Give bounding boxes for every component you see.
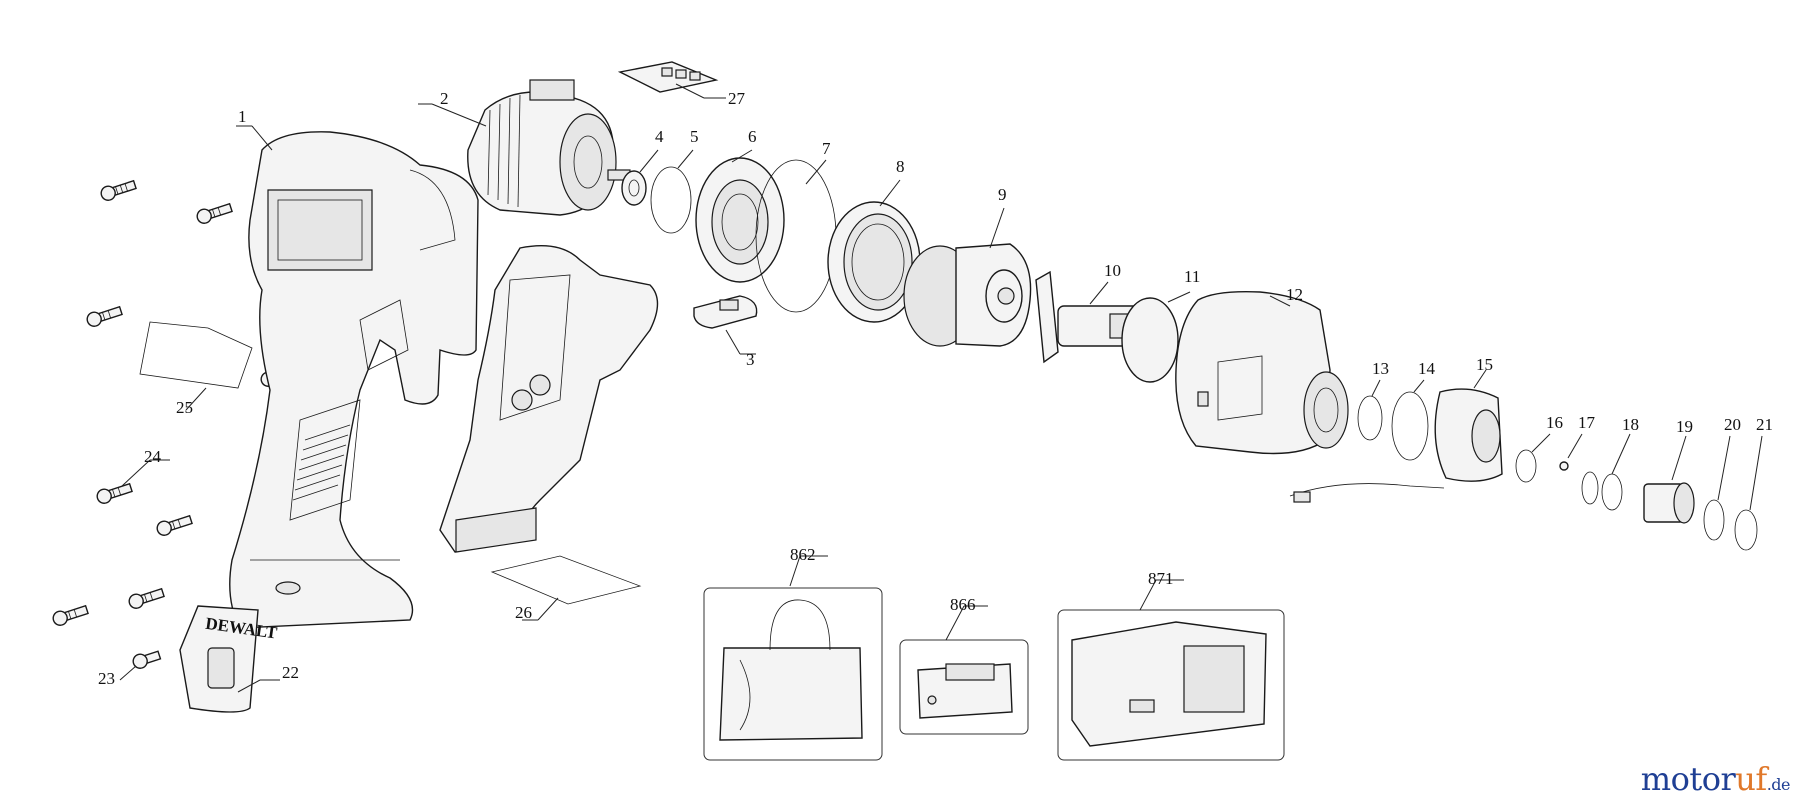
label-16: 16 <box>1546 413 1563 432</box>
gasket-25 <box>139 321 253 389</box>
logo-part1: motor <box>1640 760 1736 798</box>
label-12: 12 <box>1286 285 1303 304</box>
label-20: 20 <box>1724 415 1741 434</box>
ring-13 <box>1357 395 1383 441</box>
part-labels: 1 2 3 4 5 6 7 8 9 10 11 12 13 14 15 16 1… <box>98 89 1773 688</box>
sleeve-19 <box>1643 482 1695 524</box>
pcb-27 <box>617 61 719 93</box>
motor-2 <box>467 79 631 216</box>
logo-part2: uf <box>1735 760 1767 798</box>
belt-clip-22: DEWALT <box>179 605 279 713</box>
screw <box>96 482 133 504</box>
label-23: 23 <box>98 669 115 688</box>
label-862: 862 <box>790 545 816 564</box>
label-18: 18 <box>1622 415 1639 434</box>
label-24: 24 <box>144 447 162 466</box>
label-6: 6 <box>748 127 757 146</box>
accessory-box-862 <box>703 587 883 761</box>
springs-18 <box>1581 471 1623 511</box>
nose-cover-15 <box>1289 388 1503 503</box>
screw-23 <box>132 650 162 669</box>
label-11: 11 <box>1184 267 1200 286</box>
screw <box>128 587 165 609</box>
hammer-case-12 <box>1175 290 1349 455</box>
label-7: 7 <box>822 139 831 158</box>
bearing-plate-6 <box>695 157 785 283</box>
label-15: 15 <box>1476 355 1493 374</box>
label-19: 19 <box>1676 417 1693 436</box>
washer-4 <box>621 170 647 206</box>
washer-11 <box>1121 297 1179 383</box>
leader-lines <box>119 83 1763 693</box>
motoruf-logo: motoruf.de <box>1640 760 1791 798</box>
label-9: 9 <box>998 185 1007 204</box>
label-14: 14 <box>1418 359 1436 378</box>
label-866: 866 <box>950 595 976 614</box>
label-25: 25 <box>176 398 193 417</box>
label-4: 4 <box>655 127 664 146</box>
label-13: 13 <box>1372 359 1389 378</box>
label-sheet-26 <box>490 555 642 605</box>
ring-16 <box>1515 449 1537 483</box>
label-27: 27 <box>728 89 746 108</box>
label-8: 8 <box>896 157 905 176</box>
screw <box>86 305 123 327</box>
label-21: 21 <box>1756 415 1773 434</box>
oring-5 <box>650 166 692 234</box>
logo-part3: .de <box>1766 775 1791 794</box>
accessory-box-871 <box>1057 609 1285 761</box>
housing-right-inner <box>439 245 659 553</box>
label-22: 22 <box>282 663 299 682</box>
label-2: 2 <box>440 89 449 108</box>
ring-21 <box>1734 509 1758 551</box>
screw <box>156 514 193 536</box>
label-3: 3 <box>746 350 755 369</box>
label-10: 10 <box>1104 261 1121 280</box>
screw <box>52 604 89 626</box>
ring-14 <box>1391 391 1429 461</box>
screw <box>196 202 233 224</box>
ring-gear-8 <box>827 201 921 323</box>
ring-20 <box>1703 499 1725 541</box>
label-17: 17 <box>1578 413 1596 432</box>
switch-3 <box>693 295 758 329</box>
ball-17 <box>1559 461 1569 471</box>
label-26: 26 <box>515 603 532 622</box>
label-5: 5 <box>690 127 699 146</box>
label-1: 1 <box>238 107 247 126</box>
housing-left <box>229 131 479 629</box>
hammer-9 <box>903 243 1032 347</box>
label-871: 871 <box>1148 569 1174 588</box>
screw <box>100 179 137 201</box>
accessory-box-866 <box>899 639 1029 735</box>
